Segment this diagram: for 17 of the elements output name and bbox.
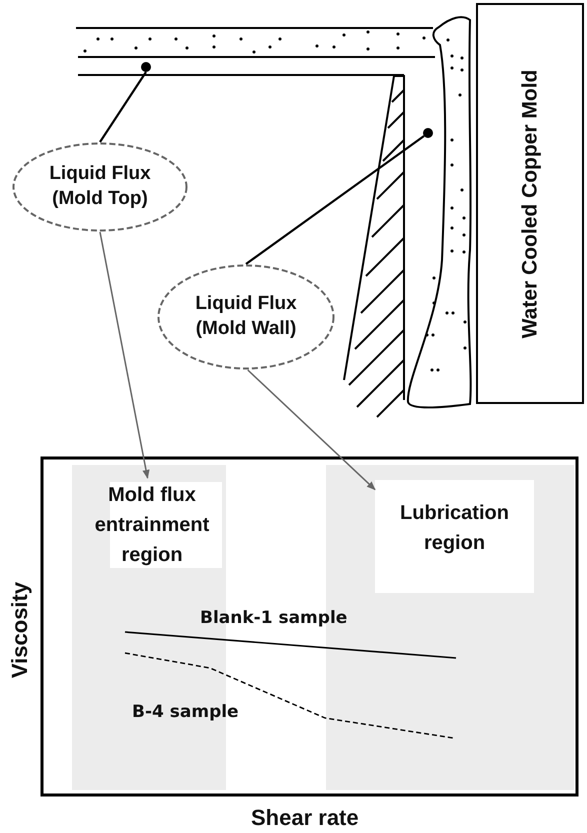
leader-dot [141,62,151,72]
leader-line [245,135,425,265]
mold-label: Water Cooled Copper Mold [518,69,542,338]
region-label: Mold flux entrainment region [78,478,226,572]
arrow [247,369,376,490]
leader-dot [423,128,433,138]
arrow [99,232,150,479]
flux-label: Liquid Flux (Mold Top) [48,162,152,211]
sample-label: B-4 sample [132,702,239,722]
copper-mold-box [476,3,584,404]
sample-label: Blank-1 sample [200,608,348,628]
leader-line [99,71,147,143]
axis-label: Viscosity [7,582,34,678]
flux-ellipse [157,264,335,370]
flux-label: Liquid Flux (Mold Wall) [194,292,298,341]
flux-ellipse [12,142,188,232]
axis-label: Shear rate [251,805,359,831]
